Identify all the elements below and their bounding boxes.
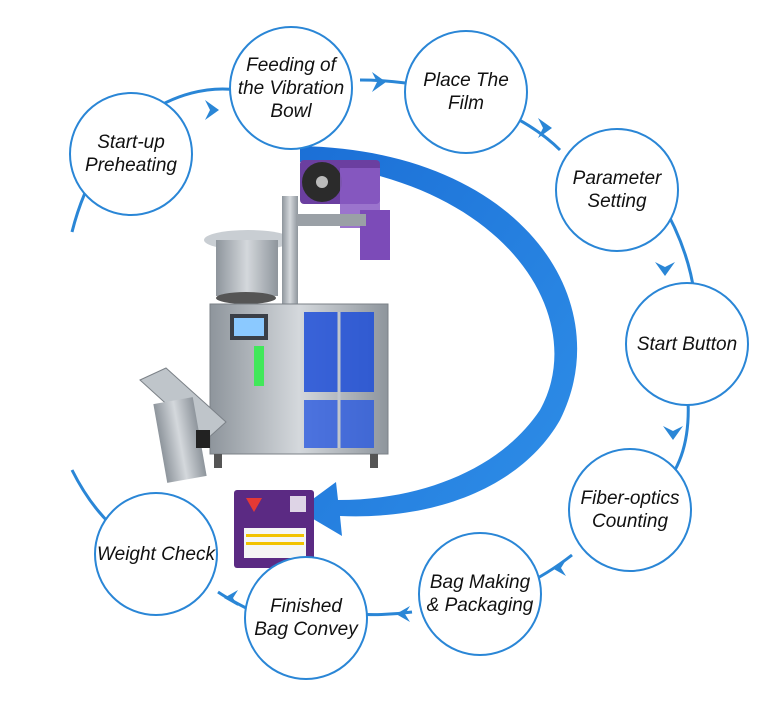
step-label: Fiber-optics Counting xyxy=(580,488,680,532)
step-label: Start-up Preheating xyxy=(85,132,177,176)
thc-pouch-image xyxy=(234,490,314,568)
chevron-icons xyxy=(205,72,683,622)
chevron-icon xyxy=(205,100,219,120)
chevron-icon xyxy=(663,426,683,440)
step-bag-making-packaging: Bag Making & Packaging xyxy=(418,532,542,656)
step-label: Start Button xyxy=(636,333,738,355)
step-label: Weight Check xyxy=(97,543,215,565)
chevron-icon xyxy=(372,72,386,92)
chevron-icon xyxy=(396,606,410,622)
step-place-the-film: Place The Film xyxy=(404,30,528,154)
step-label: Place The Film xyxy=(423,70,509,114)
step-label: Bag Making & Packaging xyxy=(426,572,534,616)
step-label: Finished Bag Convey xyxy=(254,596,358,640)
step-feeding-vibration-bowl: Feeding of the Vibration Bowl xyxy=(229,26,353,150)
chevron-icon xyxy=(224,590,238,606)
step-label: Parameter Setting xyxy=(572,168,662,212)
step-weight-check: Weight Check xyxy=(94,492,218,616)
chevron-icon xyxy=(655,262,675,276)
packaging-machine-image xyxy=(139,160,390,483)
step-start-up-preheating: Start-up Preheating xyxy=(69,92,193,216)
big-curved-arrow xyxy=(298,146,578,536)
step-finished-bag-convey: Finished Bag Convey xyxy=(244,556,368,680)
step-fiber-optics-counting: Fiber-optics Counting xyxy=(568,448,692,572)
chevron-icon xyxy=(538,118,552,138)
step-label: Feeding of the Vibration Bowl xyxy=(237,54,345,122)
step-parameter-setting: Parameter Setting xyxy=(555,128,679,252)
step-start-button: Start Button xyxy=(625,282,749,406)
chevron-icon xyxy=(552,560,566,576)
